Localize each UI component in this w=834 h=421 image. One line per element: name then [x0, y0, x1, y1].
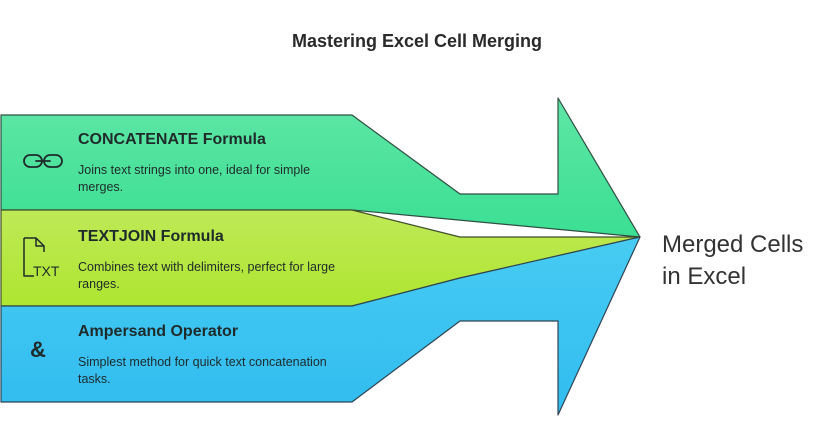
result-line-1: Merged Cells: [662, 231, 804, 258]
result-line-2: in Excel: [662, 263, 747, 290]
band-ampersand: [0, 236, 641, 416]
txt-file-icon: [23, 237, 45, 277]
ampersand-title: Ampersand Operator: [78, 323, 239, 340]
concatenate-desc: Joins text strings into one, ideal for s…: [78, 163, 311, 194]
txt-icon-label: TXT: [33, 263, 60, 279]
link-icon: [23, 154, 63, 168]
diagram-title: Mastering Excel Cell Merging: [291, 31, 543, 51]
textjoin-desc: Combines text with delimiters, perfect f…: [78, 260, 336, 291]
result-label: Merged Cells in Excel: [662, 229, 832, 293]
ampersand-desc: Simplest method for quick text concatena…: [78, 355, 327, 386]
concatenate-title: CONCATENATE Formula: [78, 131, 266, 148]
textjoin-title: TEXTJOIN Formula: [78, 228, 224, 245]
ampersand-icon: &: [30, 337, 46, 362]
